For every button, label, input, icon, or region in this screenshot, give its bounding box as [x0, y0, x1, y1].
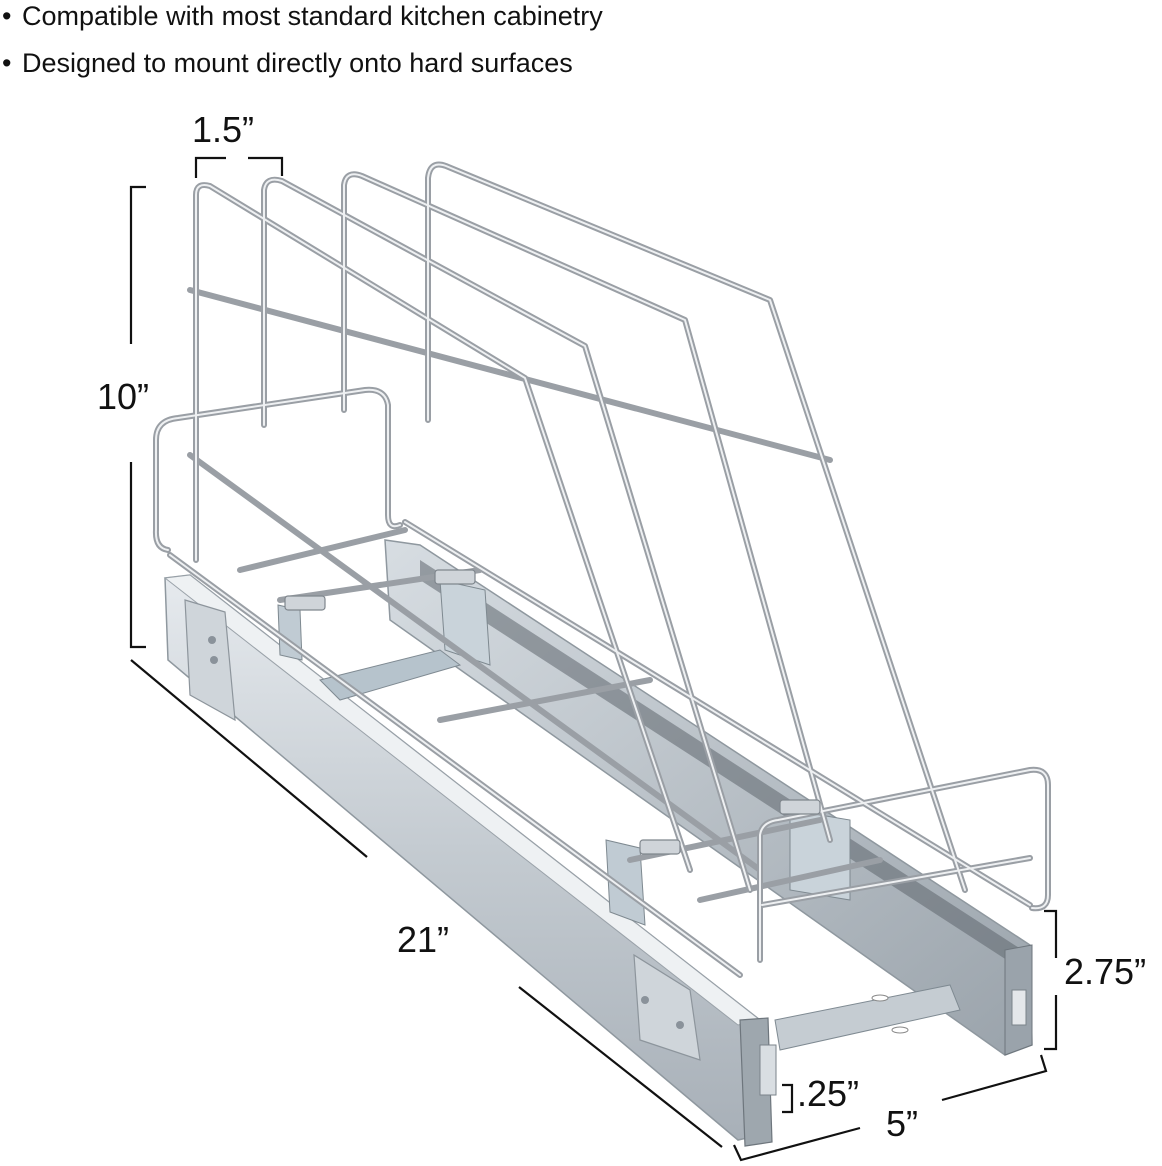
spacing-bracket [194, 156, 284, 178]
bottom-clearance-label: .25” [797, 1073, 860, 1114]
divider-spacing-label: 1.5” [192, 109, 255, 150]
slide-height-bottom [1044, 995, 1058, 1051]
feature-item: • Designed to mount directly onto hard su… [2, 47, 573, 79]
clearance-bracket [782, 1083, 794, 1114]
slide-assembly [163, 539, 1033, 1147]
feature-text: Designed to mount directly onto hard sur… [22, 48, 573, 78]
depth-line-bottom [518, 986, 723, 1148]
width-label: 5” [886, 1103, 919, 1144]
width-line-right [941, 1054, 1048, 1102]
bullet-icon: • [2, 1, 12, 31]
wire-basket [152, 161, 1051, 978]
slide-height-label: 2.75” [1064, 951, 1147, 992]
height-line-bottom [129, 462, 146, 649]
width-line-left [733, 1126, 861, 1162]
bullet-icon: • [2, 48, 12, 78]
depth-label: 21” [397, 919, 450, 960]
height-line-top [129, 185, 146, 344]
dimension-lines [129, 156, 1058, 1162]
height-label: 10” [97, 376, 150, 417]
feature-item: • Compatible with most standard kitchen c… [2, 0, 603, 32]
feature-text: Compatible with most standard kitchen ca… [22, 1, 603, 31]
slide-height-top [1044, 909, 1058, 958]
depth-line-top [130, 659, 368, 858]
